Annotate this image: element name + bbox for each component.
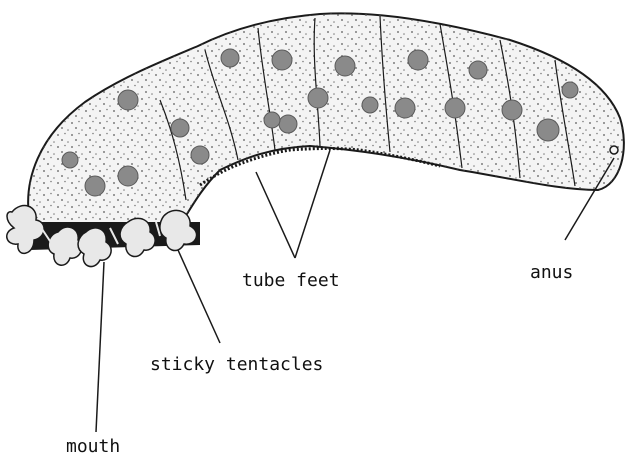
leader-line-tube-feet-right xyxy=(295,150,330,258)
leader-line-tube-feet-left xyxy=(256,172,295,258)
labels: tube feet anus sticky tentacles mouth xyxy=(66,262,573,457)
leader-line-sticky-tentacles xyxy=(178,250,220,343)
label-anus: anus xyxy=(530,262,573,283)
label-sticky-tentacles: sticky tentacles xyxy=(150,354,323,375)
label-mouth: mouth xyxy=(66,436,120,457)
leader-line-mouth xyxy=(96,262,104,432)
label-tube-feet: tube feet xyxy=(242,270,340,291)
anus-opening xyxy=(610,146,618,154)
